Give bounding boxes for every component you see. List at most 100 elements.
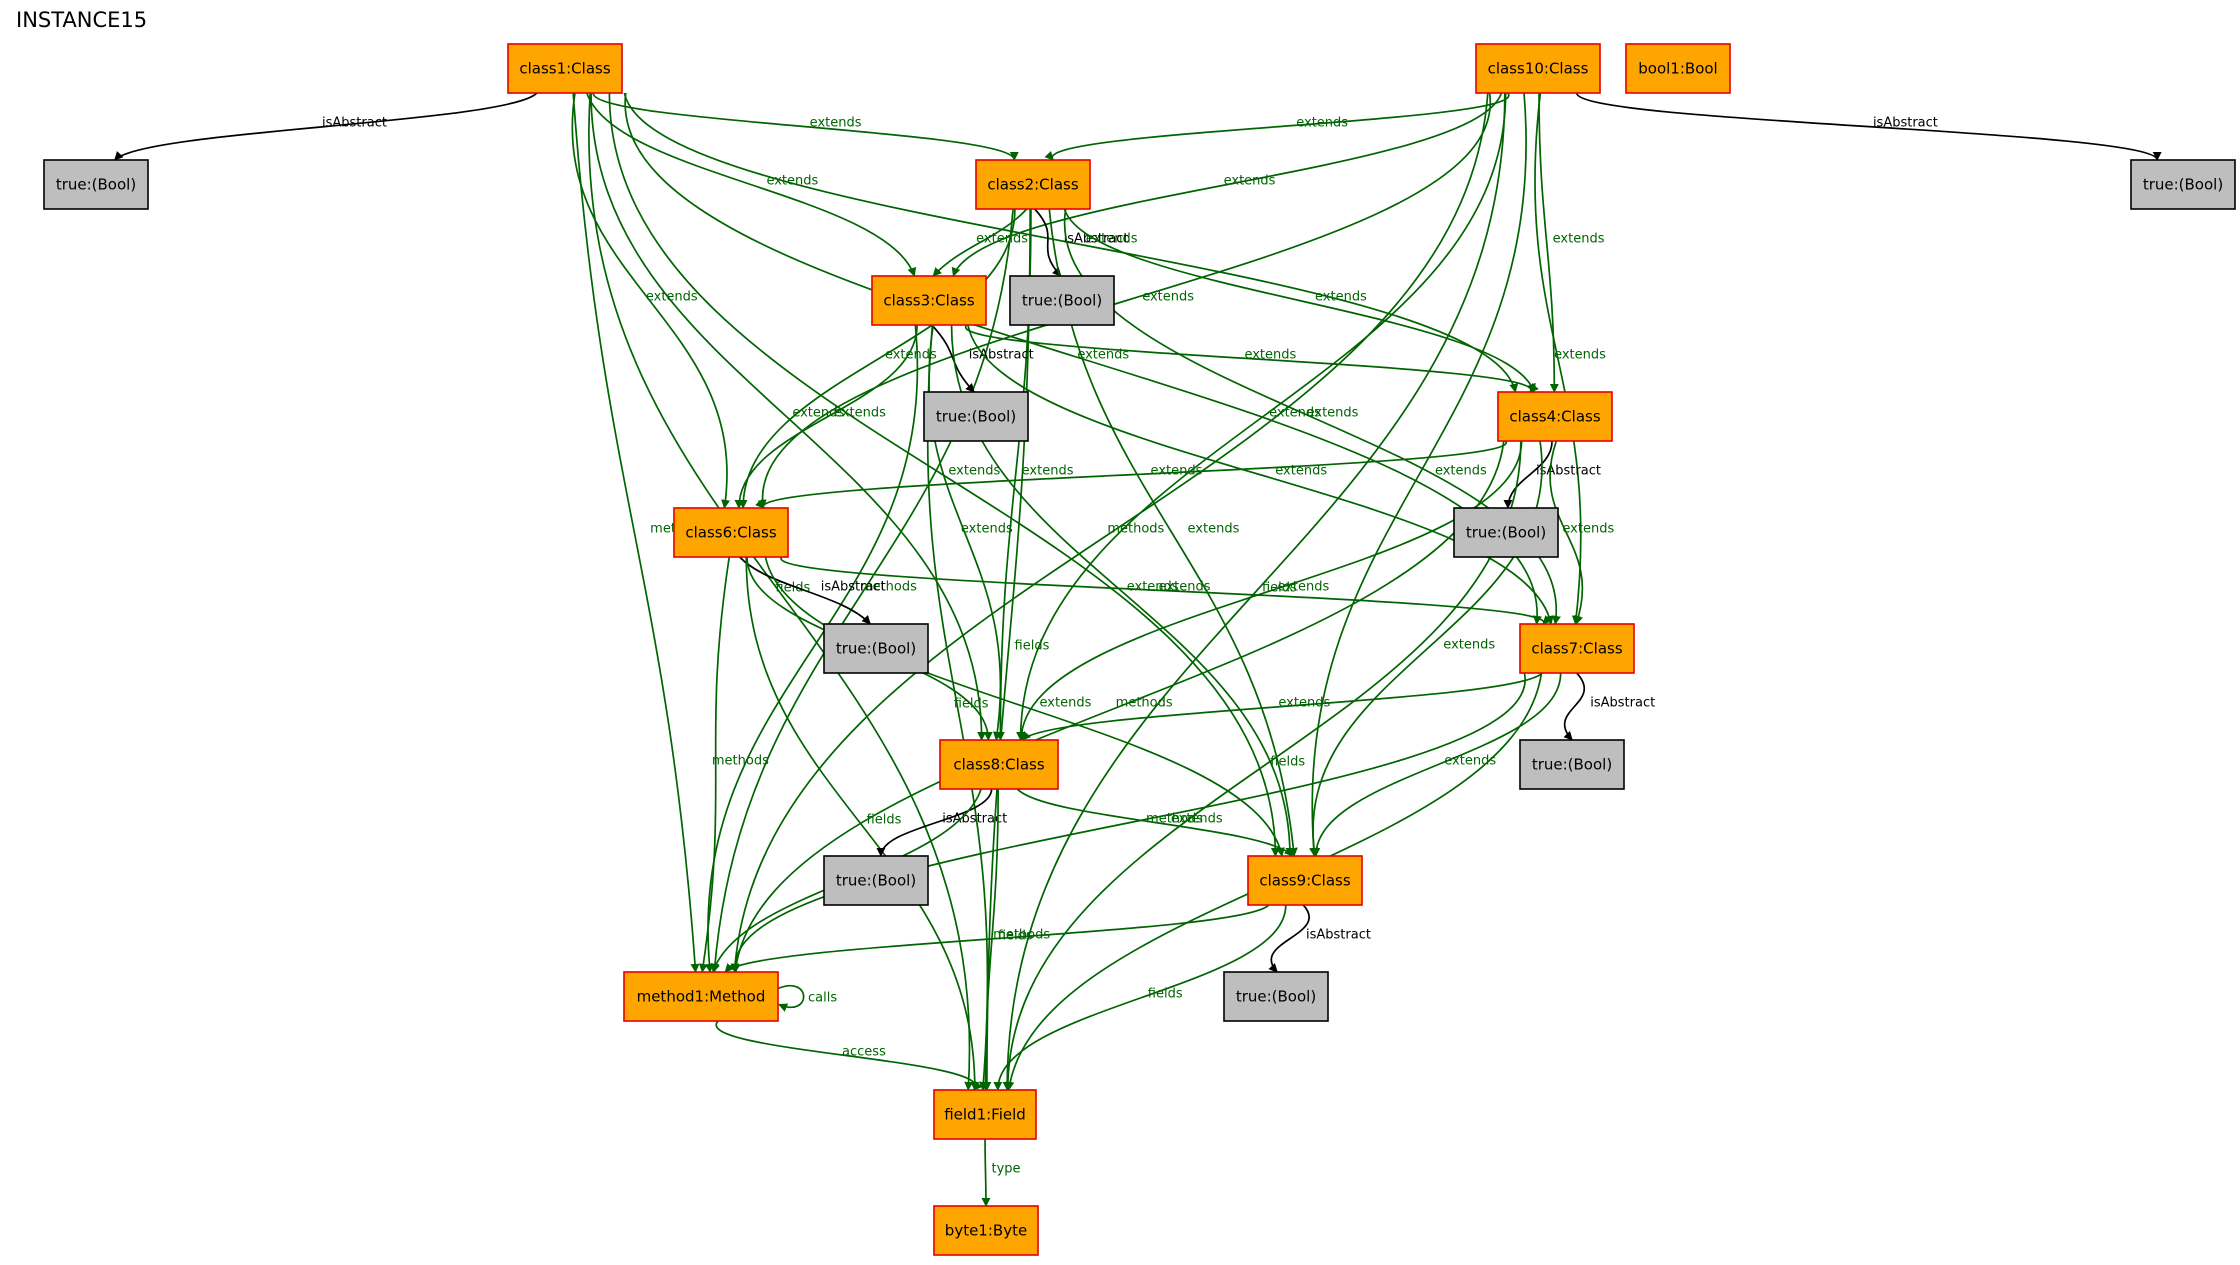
- node-bool1[interactable]: bool1:Bool: [1625, 43, 1731, 94]
- edge-label: extends: [1553, 232, 1605, 247]
- node-label: true:(Bool): [1236, 988, 1316, 1006]
- node-method1[interactable]: method1:Method: [623, 971, 779, 1022]
- edge-label: extends: [1188, 522, 1240, 537]
- edge-label: extends: [1296, 116, 1348, 131]
- edge-label: extends: [1269, 406, 1321, 421]
- node-label: class9:Class: [1259, 872, 1350, 890]
- node-t10[interactable]: true:(Bool): [2130, 159, 2236, 210]
- node-label: method1:Method: [637, 988, 766, 1006]
- edge-method1-calls-method1: calls: [777, 985, 837, 1012]
- edge-label: extends: [1159, 580, 1211, 595]
- edge-label: isAbstract: [1536, 464, 1601, 479]
- edge-class4-extends-class6: extends: [755, 440, 1507, 509]
- edge-label: isAbstract: [969, 348, 1034, 363]
- node-class3[interactable]: class3:Class: [871, 275, 987, 326]
- edge-label: extends: [1040, 696, 1092, 711]
- edge-class6-extends-class7: extends: [780, 556, 1552, 625]
- edge-class10-extends-class2: extends: [1044, 92, 1510, 161]
- edge-label: fields: [1015, 639, 1050, 654]
- edge-class10-extends-class3: extends: [951, 92, 1503, 277]
- node-t3[interactable]: true:(Bool): [923, 391, 1029, 442]
- edge-label: methods: [712, 754, 769, 769]
- edge-class9-methods-method1: methods: [724, 904, 1270, 973]
- edge-class4-methods-method1: methods: [731, 440, 1505, 973]
- edge-label: isAbstract: [322, 116, 387, 131]
- edge-label: extends: [792, 406, 844, 421]
- node-t2[interactable]: true:(Bool): [1009, 275, 1115, 326]
- node-label: true:(Bool): [1466, 524, 1546, 542]
- edge-class6-methods-method1: methods: [698, 556, 769, 973]
- edge-class2-extends-class7: extends: [1063, 208, 1561, 625]
- edge-class1-extends-class4: extends: [623, 92, 1519, 393]
- node-class8[interactable]: class8:Class: [939, 739, 1059, 790]
- edge-label: extends: [1277, 580, 1329, 595]
- edge-class8-isAbstract-t8: isAbstract: [876, 788, 1007, 857]
- node-label: class6:Class: [685, 524, 776, 542]
- node-t9[interactable]: true:(Bool): [1223, 971, 1329, 1022]
- edge-class2-isAbstract-t2: isAbstract: [1034, 208, 1129, 277]
- edge-label: type: [992, 1162, 1021, 1177]
- node-byte1[interactable]: byte1:Byte: [933, 1205, 1039, 1256]
- node-class6[interactable]: class6:Class: [673, 507, 789, 558]
- edge-label: extends: [810, 116, 862, 131]
- node-t8[interactable]: true:(Bool): [823, 855, 929, 906]
- edge-class10-extends-class9: extends: [1309, 92, 1527, 857]
- edge-label: extends: [1278, 696, 1330, 711]
- edge-label: extends: [1151, 464, 1203, 479]
- edge-class2-extends-class6: extends: [738, 208, 1016, 509]
- node-class7[interactable]: class7:Class: [1519, 623, 1635, 674]
- node-label: byte1:Byte: [945, 1222, 1027, 1240]
- edge-class1-extends-class2: extends: [592, 92, 1019, 161]
- edge-label: extends: [1435, 464, 1487, 479]
- edge-label: extends: [834, 406, 886, 421]
- node-field1[interactable]: field1:Field: [933, 1089, 1037, 1140]
- edge-class4-isAbstract-t4: isAbstract: [1503, 440, 1601, 509]
- edge-class9-isAbstract-t9: isAbstract: [1268, 904, 1371, 973]
- node-label: class2:Class: [987, 176, 1078, 194]
- edge-label: methods: [860, 580, 917, 595]
- node-class2[interactable]: class2:Class: [975, 159, 1091, 210]
- edge-label: fields: [998, 929, 1033, 944]
- edge-class1-extends-class8: extends: [590, 92, 987, 741]
- node-label: true:(Bool): [2143, 176, 2223, 194]
- edge-label: isAbstract: [942, 812, 1007, 827]
- edge-class10-isAbstract-t10: isAbstract: [1575, 92, 2162, 161]
- edge-label: extends: [1171, 812, 1223, 827]
- node-label: class3:Class: [883, 292, 974, 310]
- edge-label: extends: [1444, 754, 1496, 769]
- node-t7[interactable]: true:(Bool): [1519, 739, 1625, 790]
- node-label: true:(Bool): [1532, 756, 1612, 774]
- edge-label: isAbstract: [1873, 116, 1938, 131]
- node-t4[interactable]: true:(Bool): [1453, 507, 1559, 558]
- node-class1[interactable]: class1:Class: [507, 43, 623, 94]
- edge-label: extends: [948, 464, 1000, 479]
- edge-class1-extends-class9: extends: [608, 92, 1280, 857]
- node-label: true:(Bool): [836, 640, 916, 658]
- edge-class10-extends-class8: extends: [1016, 92, 1507, 741]
- node-label: bool1:Bool: [1638, 60, 1717, 78]
- node-t6[interactable]: true:(Bool): [823, 623, 929, 674]
- edge-label: methods: [993, 928, 1050, 943]
- edge-class1-extends-class6: extends: [571, 92, 731, 509]
- node-label: class7:Class: [1531, 640, 1622, 658]
- edge-method1-access-field1: access: [715, 1020, 983, 1091]
- edge-label: extends: [1315, 290, 1367, 305]
- edge-class4-extends-class8: extends: [1016, 440, 1523, 741]
- node-class10[interactable]: class10:Class: [1475, 43, 1601, 94]
- node-class9[interactable]: class9:Class: [1247, 855, 1363, 906]
- diagram-title: INSTANCE15: [16, 8, 148, 32]
- edge-label: extends: [1562, 522, 1614, 537]
- edge-label: extends: [1307, 406, 1359, 421]
- edge-label: extends: [1022, 464, 1074, 479]
- node-t1[interactable]: true:(Bool): [43, 159, 149, 210]
- edge-label: fields: [1270, 755, 1305, 770]
- edge-label: extends: [1244, 348, 1296, 363]
- edge-class6-isAbstract-t6: isAbstract: [739, 556, 886, 625]
- node-label: true:(Bool): [836, 872, 916, 890]
- edge-class3-extends-class4: extends: [965, 324, 1539, 393]
- node-label: class10:Class: [1488, 60, 1589, 78]
- edge-class9-fields-field1: fields: [993, 904, 1287, 1091]
- edge-class10-methods-method1: methods: [730, 92, 1489, 973]
- node-class4[interactable]: class4:Class: [1497, 391, 1613, 442]
